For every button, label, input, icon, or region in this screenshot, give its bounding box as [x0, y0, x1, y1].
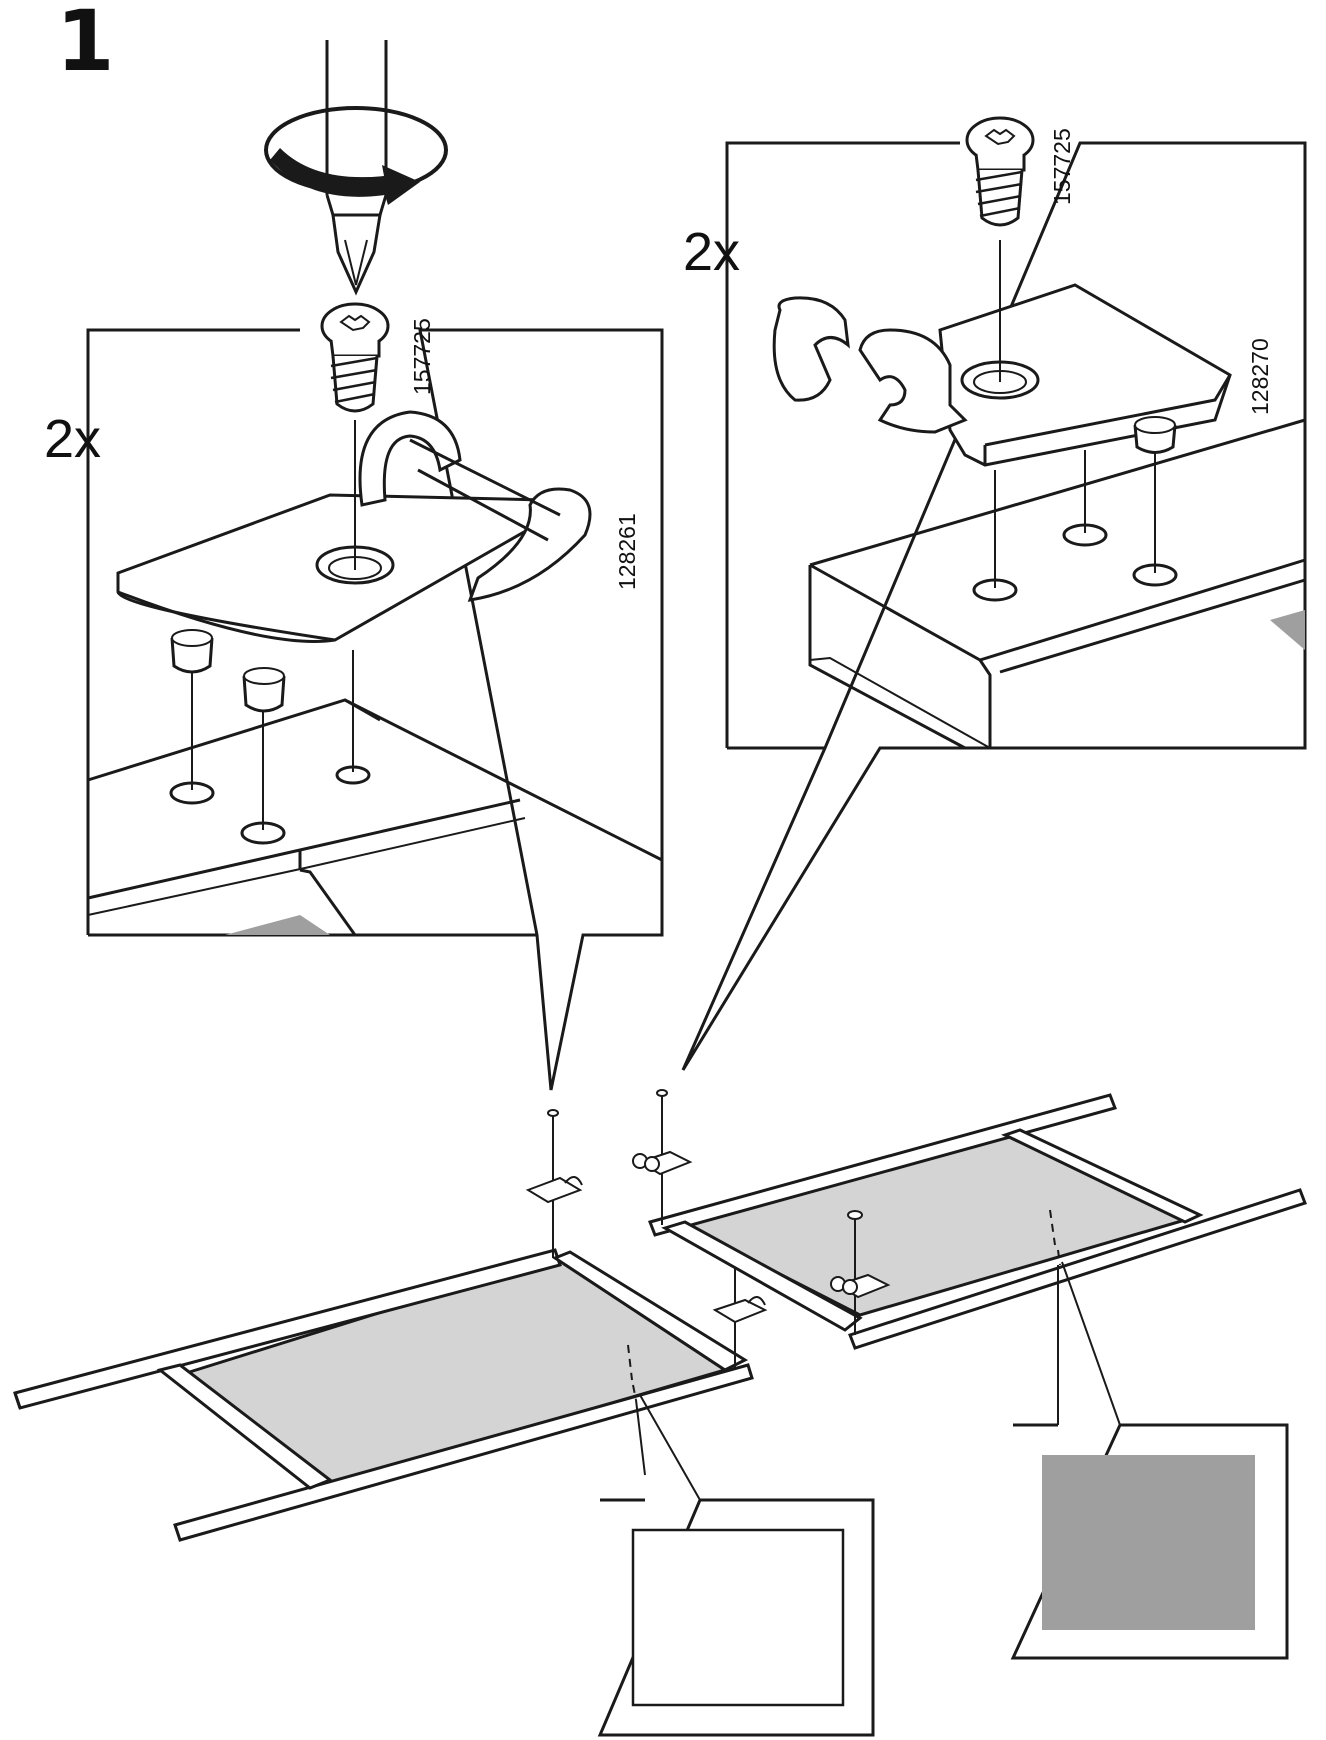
bracket-part-number-right: 128270: [1247, 338, 1273, 415]
frame-assembly-left: [13, 1248, 754, 1542]
fitting-right-b: [830, 1210, 891, 1335]
screwdriver-icon: [325, 40, 388, 296]
panel-callout-dark: [1010, 1261, 1289, 1660]
fitting-left-a: [525, 1109, 583, 1258]
panel-callout-light: [597, 1394, 875, 1737]
screw-part-number-left: 157725: [409, 318, 435, 395]
torx-screw-icon-right: [965, 116, 1035, 227]
step-number: 1: [56, 0, 114, 90]
detail-box-left: [86, 328, 664, 1091]
bracket-part-number-left: 128261: [614, 513, 640, 590]
frame-assembly-right: [648, 1093, 1307, 1350]
clockwise-rotation-icon: [264, 106, 448, 205]
fitting-right-a: [632, 1089, 693, 1225]
quantity-label-right: 2x: [683, 222, 740, 282]
detail-box-right: [681, 141, 1307, 1071]
screw-part-number-right: 157725: [1049, 128, 1075, 205]
torx-screw-icon: [320, 302, 390, 413]
quantity-label-left: 2x: [44, 409, 101, 469]
